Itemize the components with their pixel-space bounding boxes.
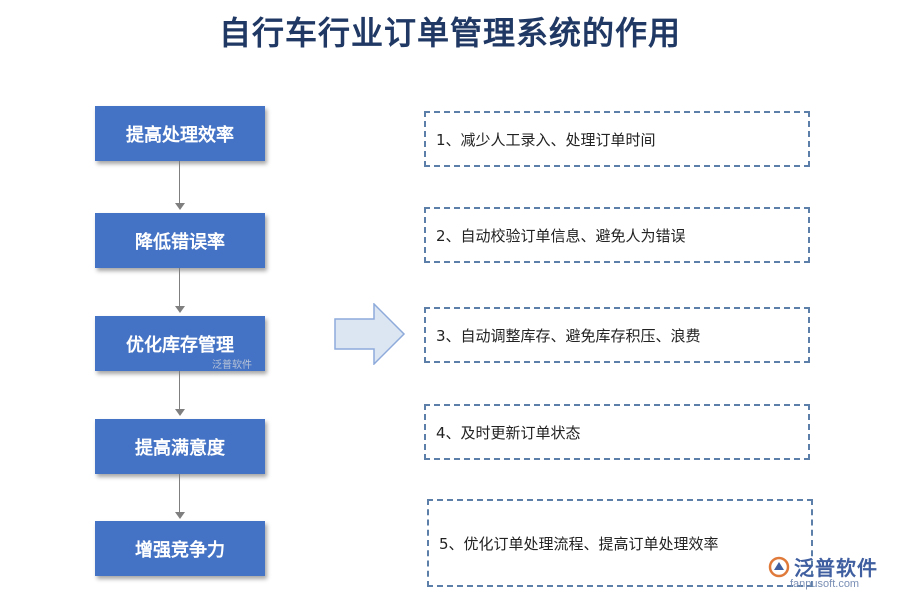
flow-step-1: 提高处理效率	[95, 106, 265, 161]
connector-arrowhead-3	[175, 409, 185, 416]
page-title: 自行车行业订单管理系统的作用	[218, 14, 681, 52]
connector-arrowhead-2	[175, 306, 185, 313]
detail-item-2: 2、自动校验订单信息、避免人为错误	[424, 207, 810, 263]
brand-logo-icon	[768, 556, 790, 577]
right-arrow-icon	[334, 303, 406, 365]
flow-step-5: 增强竞争力	[95, 521, 265, 576]
detail-item-4: 4、及时更新订单状态	[424, 404, 810, 460]
brand-url: fanpusoft.com	[790, 578, 860, 590]
connector-line-4	[179, 474, 180, 512]
brand-logo: 泛普软件	[768, 552, 878, 581]
connector-line-3	[179, 371, 180, 409]
connector-line-1	[179, 161, 180, 203]
detail-item-5: 5、优化订单处理流程、提高订单处理效率	[427, 499, 813, 587]
flow-step-3: 优化库存管理	[95, 316, 265, 371]
inline-watermark: 泛普软件	[212, 360, 252, 371]
detail-item-1: 1、减少人工录入、处理订单时间	[424, 111, 810, 167]
flow-step-4: 提高满意度	[95, 419, 265, 474]
brand-name: 泛普软件	[794, 556, 878, 580]
connector-arrowhead-1	[175, 203, 185, 210]
detail-item-3: 3、自动调整库存、避免库存积压、浪费	[424, 307, 810, 363]
connector-line-2	[179, 268, 180, 306]
connector-arrowhead-4	[175, 512, 185, 519]
flow-step-2: 降低错误率	[95, 213, 265, 268]
